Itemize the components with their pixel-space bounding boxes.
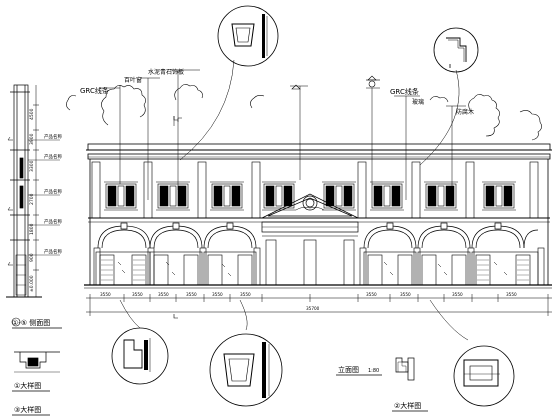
bottom-dimension-labels: 3550 3550 3550 3550 3550 3550 3550 3550 … (100, 292, 517, 311)
label-grc-right: GRC线条 (390, 87, 419, 96)
label-shutter: 百叶窗 (124, 76, 142, 84)
left-callout-2: 产品名称 (44, 188, 62, 195)
detail-3-title: ③大样图 (14, 405, 41, 414)
window-bay-1 (104, 181, 138, 211)
bottom-dimensions (86, 116, 552, 316)
title-circle-1 (11, 317, 21, 327)
detail-bubble-top-right (433, 27, 479, 73)
left-level-2: 3300 (29, 160, 35, 172)
label-glass: 玻璃 (412, 98, 424, 106)
detail-2-title: ②大样图 (394, 401, 421, 410)
arcade-arches (97, 222, 539, 249)
storefronts (93, 235, 545, 286)
window-bay-5 (322, 181, 356, 211)
dim-8: 3550 (452, 292, 463, 297)
window-bay-8 (482, 181, 516, 211)
side-elevation-title: ①-⑤ 侧面图 (12, 318, 50, 327)
main-elevation-scale: 1:80 (368, 368, 379, 374)
window-bay-2 (156, 181, 190, 211)
detail-bubble-bottom-middle (209, 333, 283, 407)
left-callouts: 产品名称 产品名称 产品名称 产品名称 产品名称 (44, 133, 62, 255)
side-elevation (6, 84, 60, 298)
dim-2: 3550 (158, 292, 169, 297)
drawing-titles: ①-⑤ 侧面图 ①大样图 立面图 1:80 ②大样图 ③大样图 (11, 317, 428, 416)
tree-outlines (66, 84, 542, 141)
level-markers (291, 75, 380, 90)
left-level-1: 3900 (29, 133, 35, 145)
section-markers (173, 116, 178, 319)
main-elevation-title: 立面图 (338, 365, 359, 374)
left-callout-0: 产品名称 (44, 133, 62, 140)
label-stone-board: 水泥青石饰板 (148, 68, 184, 76)
left-callout-3: 产品名称 (44, 218, 62, 225)
left-level-4: 1800 (29, 223, 35, 235)
callout-leaders (100, 59, 469, 341)
central-pediment (261, 193, 359, 233)
left-level-labels: 4500 3900 3300 2700 1800 900 ±0.000 (29, 108, 35, 292)
dim-1: 3550 (132, 292, 143, 297)
dim-6: 3550 (366, 292, 377, 297)
window-bay-7 (424, 181, 458, 211)
left-callout-1: 产品名称 (44, 153, 62, 160)
dim-total: 35700 (306, 306, 320, 311)
left-level-0: 4500 (29, 108, 35, 120)
detail-1-profile (14, 351, 60, 373)
left-level-5: 900 (29, 253, 35, 262)
dim-0: 3550 (100, 292, 111, 297)
top-labels: GRC线条 百叶窗 水泥青石饰板 GRC线条 玻璃 防腐木 (80, 68, 474, 116)
detail-bubble-bottom-left (111, 327, 169, 385)
label-grc-left: GRC线条 (80, 86, 109, 95)
detail-bubble-bottom-right (453, 345, 515, 407)
detail-1-title: ①大样图 (14, 381, 41, 390)
window-bay-6 (370, 181, 404, 211)
dim-5: 3550 (240, 292, 251, 297)
window-bay-4 (262, 181, 296, 211)
detail-2-profile (395, 357, 415, 381)
left-level-6: ±0.000 (29, 275, 35, 292)
upper-windows (104, 181, 516, 211)
left-callout-4: 产品名称 (44, 248, 62, 255)
dim-7: 3550 (400, 292, 411, 297)
window-bay-3 (210, 181, 244, 211)
detail-bubble-top-left (217, 5, 279, 67)
dim-9: 3550 (506, 292, 517, 297)
left-level-3: 2700 (29, 193, 35, 205)
dim-3: 3550 (186, 292, 197, 297)
label-wood: 防腐木 (456, 108, 474, 116)
dim-4: 3550 (212, 292, 223, 297)
